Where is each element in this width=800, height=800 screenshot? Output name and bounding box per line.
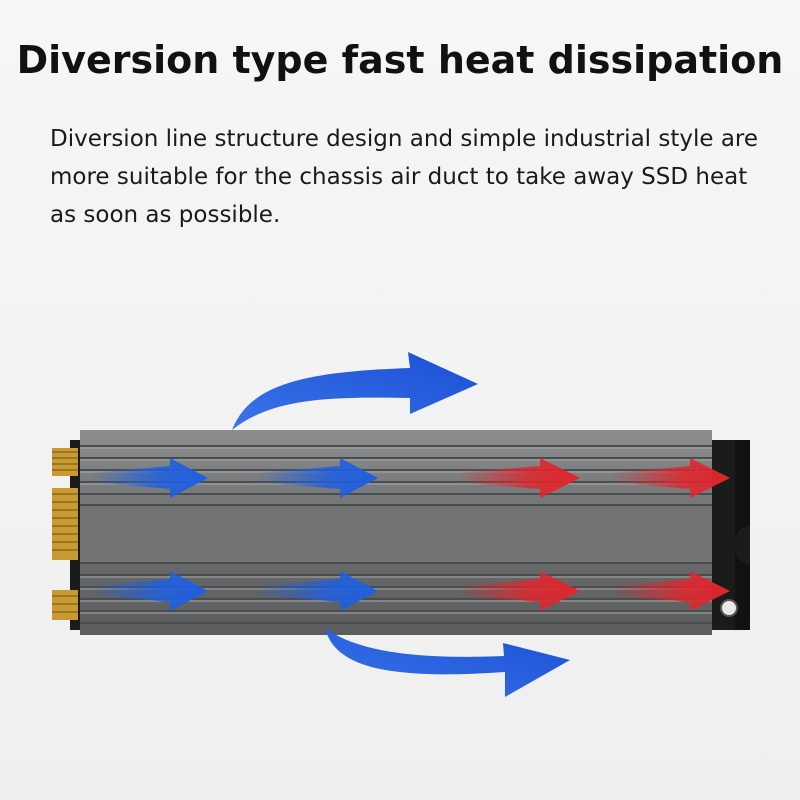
headline: Diversion type fast heat dissipation (16, 38, 784, 82)
description-text: Diversion line structure design and simp… (50, 126, 759, 228)
gold-connector (52, 448, 78, 620)
airflow-arrow-icon (255, 458, 378, 498)
airflow-arrow-icon (232, 352, 478, 430)
airflow-arrow-icon (90, 458, 208, 498)
airflow-arrow-icon (455, 571, 580, 611)
airflow-arrow-icon (90, 571, 208, 611)
airflow-arrow-icon (610, 571, 730, 611)
airflow-arrow-icon (455, 458, 580, 498)
mounting-hole (720, 599, 738, 617)
airflow-arrow-icon (610, 458, 730, 498)
airflow-arrow-icon (325, 628, 570, 697)
airflow-arrow-icon (255, 571, 378, 611)
